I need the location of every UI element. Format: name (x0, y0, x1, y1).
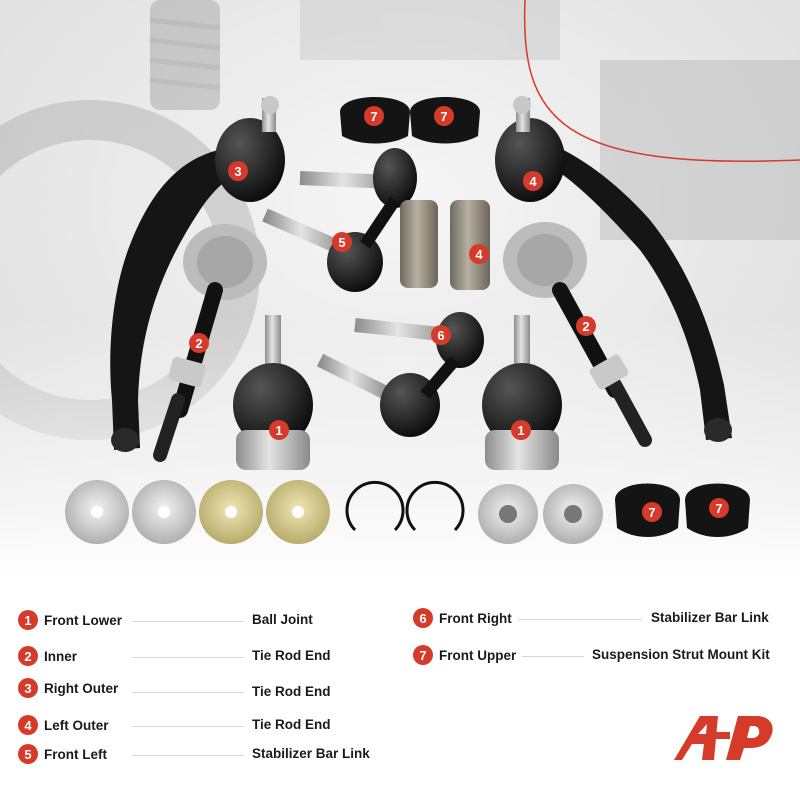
legend-left-label: Right Outer (44, 680, 119, 696)
tie-rod-end-right-outer (110, 96, 285, 452)
legend-item-3: 3 Right Outer (18, 676, 118, 700)
legend-left-label: Front Right (439, 610, 512, 626)
legend-right-label: Stabilizer Bar Link (252, 746, 370, 761)
callout-2-right: 2 (576, 316, 596, 336)
legend-item-7: 7 Front Upper (413, 643, 516, 667)
svg-text:7: 7 (440, 109, 447, 124)
svg-text:7: 7 (370, 109, 377, 124)
legend-left-label: Left Outer (44, 717, 109, 733)
callout-5: 5 (332, 232, 352, 252)
legend-badge: 2 (18, 646, 38, 666)
svg-text:1: 1 (275, 423, 282, 438)
legend-badge: 6 (413, 608, 433, 628)
svg-text:7: 7 (715, 501, 722, 516)
legend-right-label: Stabilizer Bar Link (651, 610, 769, 625)
callout-7-b: 7 (434, 106, 454, 126)
legend-badge: 5 (18, 744, 38, 764)
legend-item-5: 5 Front Left (18, 742, 107, 766)
legend-left-label: Front Left (44, 746, 107, 762)
legend-rule (132, 726, 244, 727)
parts-legend: 1 Front Lower Ball Joint 2 Inner Tie Rod… (0, 580, 800, 800)
callout-1-right: 1 (511, 420, 531, 440)
legend-right-label: Tie Rod End (252, 717, 331, 732)
svg-text:1: 1 (517, 423, 524, 438)
legend-right-label: Tie Rod End (252, 648, 331, 663)
brand-logo-icon (674, 716, 773, 760)
svg-text:4: 4 (529, 174, 537, 189)
ball-joint-left (233, 315, 313, 470)
ball-joint-right (482, 315, 562, 470)
legend-item-2: 2 Inner (18, 644, 77, 668)
inner-tie-rod-right (503, 222, 652, 447)
legend-rule (132, 692, 244, 693)
legend-badge: 4 (18, 715, 38, 735)
callout-4-sleeve: 4 (469, 244, 489, 264)
legend-right-label: Tie Rod End (252, 684, 331, 699)
legend-badge: 3 (18, 678, 38, 698)
callout-2-left: 2 (189, 333, 209, 353)
product-photo: 1 1 2 2 3 4 4 5 6 7 7 7 7 (0, 0, 800, 580)
legend-rule (132, 755, 244, 756)
tie-rod-end-left-outer (495, 96, 732, 442)
legend-right-label: Suspension Strut Mount Kit (592, 647, 770, 662)
legend-rule (518, 619, 642, 620)
hardware-row (65, 480, 750, 544)
callout-7-a: 7 (364, 106, 384, 126)
svg-text:4: 4 (475, 247, 483, 262)
callout-1-left: 1 (269, 420, 289, 440)
svg-text:5: 5 (338, 235, 345, 250)
legend-rule (522, 656, 584, 657)
svg-text:3: 3 (234, 164, 241, 179)
legend-left-label: Front Lower (44, 612, 122, 628)
legend-badge: 7 (413, 645, 433, 665)
legend-item-1: 1 Front Lower (18, 608, 122, 632)
legend-left-label: Front Upper (439, 647, 517, 663)
callout-4-right: 4 (523, 171, 543, 191)
legend-rule (132, 621, 244, 622)
svg-text:2: 2 (582, 319, 589, 334)
callout-badges: 1 1 2 2 3 4 4 5 6 7 7 7 7 (189, 106, 729, 522)
legend-left-label: Inner (44, 648, 78, 664)
callout-6: 6 (431, 325, 451, 345)
svg-text:2: 2 (195, 336, 202, 351)
callout-7-c: 7 (642, 502, 662, 522)
legend-item-6: 6 Front Right (413, 606, 512, 630)
legend-right-label: Ball Joint (252, 612, 313, 627)
svg-text:7: 7 (648, 505, 655, 520)
legend-item-4: 4 Left Outer (18, 713, 109, 737)
bushing-sleeves (400, 200, 490, 290)
legend-rule (132, 657, 244, 658)
svg-text:6: 6 (437, 328, 444, 343)
legend-badge: 1 (18, 610, 38, 630)
callout-3: 3 (228, 161, 248, 181)
callout-7-d: 7 (709, 498, 729, 518)
